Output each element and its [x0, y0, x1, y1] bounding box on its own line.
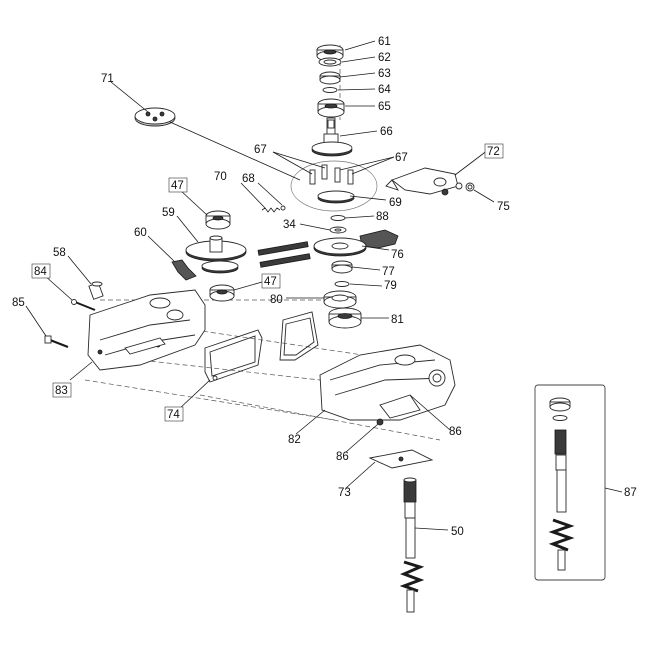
callout-65: 65	[378, 101, 391, 113]
ring-80	[323, 290, 357, 309]
bearing-47-lower	[209, 284, 235, 302]
inset-87-shaft	[548, 397, 575, 571]
leader-lines	[25, 40, 623, 531]
callout-34: 34	[283, 219, 296, 231]
housing-82	[319, 344, 456, 421]
callout-60: 60	[134, 227, 147, 239]
callout-80: 80	[270, 294, 283, 306]
ring-68	[280, 205, 286, 211]
housing-83	[87, 289, 206, 371]
callout-boxes	[31, 143, 504, 422]
pin-58	[88, 281, 104, 300]
callout-70: 70	[214, 171, 227, 183]
callout-79: 79	[384, 280, 397, 292]
callout-58: 58	[53, 247, 66, 259]
callout-86-lower: 86	[336, 451, 349, 463]
callout-74: 74	[167, 409, 180, 421]
pin-group-circle	[290, 160, 378, 212]
chain-middle	[257, 241, 311, 268]
callout-labels: 61 62 63 64 65 66 67 67 71 72 75 69 47 7…	[12, 36, 637, 538]
callout-68: 68	[242, 173, 255, 185]
callout-59: 59	[162, 207, 175, 219]
spring-70	[261, 207, 281, 213]
callout-69: 69	[389, 197, 402, 209]
callout-61: 61	[378, 36, 391, 48]
callout-85: 85	[12, 297, 25, 309]
callout-82: 82	[288, 434, 301, 446]
bearing-61	[316, 44, 344, 62]
gasket-74	[204, 329, 263, 383]
gear-59	[185, 235, 247, 274]
bearing-65	[317, 98, 345, 118]
callout-63: 63	[378, 68, 391, 80]
bearing-47-top	[205, 210, 231, 230]
callout-66: 66	[380, 126, 393, 138]
callout-84: 84	[34, 266, 47, 278]
clip-64	[322, 87, 338, 93]
callout-50: 50	[451, 526, 464, 538]
shaft-gear-66	[311, 117, 353, 157]
callout-77: 77	[382, 266, 395, 278]
plug-86	[376, 418, 384, 426]
ring-62	[318, 57, 342, 67]
sprocket-76	[313, 237, 367, 257]
callout-47-top: 47	[171, 180, 184, 192]
callout-76: 76	[391, 249, 404, 261]
callout-83: 83	[55, 385, 68, 397]
callout-88: 88	[376, 211, 389, 223]
callout-75: 75	[497, 201, 510, 213]
washer-34	[329, 226, 347, 234]
chain-60	[171, 259, 197, 281]
ring-79	[334, 281, 350, 287]
callout-67-left: 67	[254, 144, 267, 156]
worm-shaft-50	[399, 477, 425, 613]
callout-47-lower: 47	[264, 276, 277, 288]
lever-72	[385, 167, 463, 196]
bolt-85	[44, 335, 69, 349]
callout-81: 81	[391, 314, 404, 326]
inset-87-frame	[534, 384, 606, 581]
callout-86-right: 86	[449, 426, 462, 438]
callout-62: 62	[378, 52, 391, 64]
plate-73	[368, 449, 434, 469]
callout-87: 87	[624, 487, 637, 499]
callout-72: 72	[487, 146, 500, 158]
callout-67-right: 67	[395, 152, 408, 164]
ring-88	[330, 215, 346, 221]
ring-77	[331, 260, 353, 274]
ring-75	[465, 182, 475, 192]
ring-63	[319, 71, 341, 85]
callout-73: 73	[338, 487, 351, 499]
flange-71	[134, 107, 176, 127]
callout-64: 64	[378, 84, 391, 96]
callout-71: 71	[101, 73, 114, 85]
bearing-81	[328, 307, 362, 329]
gasket-74-right	[279, 311, 319, 361]
screw-84	[71, 299, 96, 311]
